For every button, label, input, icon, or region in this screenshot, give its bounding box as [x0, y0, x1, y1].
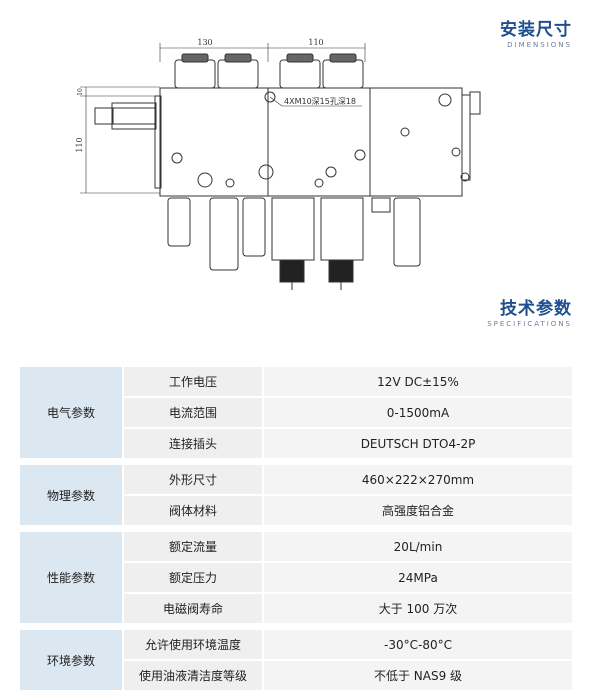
group-label: 环境参数 — [20, 630, 122, 690]
group-label: 物理参数 — [20, 465, 122, 525]
param-value: 12V DC±15% — [264, 367, 572, 396]
specifications-heading: 技术参数 SPECIFICATIONS — [487, 299, 572, 329]
table-row: 额定流量 20L/min — [124, 532, 572, 563]
table-row: 阀体材料 高强度铝合金 — [124, 496, 572, 525]
table-row: 电流范围 0-1500mA — [124, 398, 572, 429]
param-value: 460×222×270mm — [264, 465, 572, 494]
param-name: 工作电压 — [124, 367, 262, 396]
dimension-110-top: 110 — [308, 38, 323, 47]
spec-group-environment: 环境参数 允许使用环境温度 -30°C-80°C 使用油液清洁度等级 不低于 N… — [20, 630, 572, 690]
table-row: 工作电压 12V DC±15% — [124, 367, 572, 398]
dimensions-subtitle: DIMENSIONS — [507, 41, 572, 49]
param-value: 20L/min — [264, 532, 572, 561]
spec-table: 电气参数 工作电压 12V DC±15% 电流范围 0-1500mA 连接插头 … — [20, 367, 572, 697]
dimensions-title: 安装尺寸 — [500, 20, 572, 40]
param-name: 外形尺寸 — [124, 465, 262, 494]
param-value: 0-1500mA — [264, 398, 572, 427]
spec-group-electrical: 电气参数 工作电压 12V DC±15% 电流范围 0-1500mA 连接插头 … — [20, 367, 572, 458]
valve-block-drawing: 130 110 110 10 4XM10深15孔深18 — [75, 38, 481, 290]
hole-callout: 4XM10深15孔深18 — [284, 97, 356, 106]
param-value: DEUTSCH DTO4-2P — [264, 429, 572, 458]
param-value: 大于 100 万次 — [264, 594, 572, 623]
dimension-110-side: 110 — [75, 137, 84, 152]
table-row: 额定压力 24MPa — [124, 563, 572, 594]
spec-group-physical: 物理参数 外形尺寸 460×222×270mm 阀体材料 高强度铝合金 — [20, 465, 572, 525]
param-name: 阀体材料 — [124, 496, 262, 525]
param-name: 连接插头 — [124, 429, 262, 458]
param-name: 使用油液清洁度等级 — [124, 661, 262, 690]
param-value: -30°C-80°C — [264, 630, 572, 659]
table-row: 电磁阀寿命 大于 100 万次 — [124, 594, 572, 623]
param-value: 不低于 NAS9 级 — [264, 661, 572, 690]
table-row: 连接插头 DEUTSCH DTO4-2P — [124, 429, 572, 458]
param-value: 高强度铝合金 — [264, 496, 572, 525]
group-label: 性能参数 — [20, 532, 122, 623]
param-name: 电磁阀寿命 — [124, 594, 262, 623]
table-row: 允许使用环境温度 -30°C-80°C — [124, 630, 572, 661]
param-name: 允许使用环境温度 — [124, 630, 262, 659]
param-value: 24MPa — [264, 563, 572, 592]
dimensions-heading: 安装尺寸 DIMENSIONS — [500, 20, 572, 50]
table-row: 外形尺寸 460×222×270mm — [124, 465, 572, 496]
group-label: 电气参数 — [20, 367, 122, 458]
table-row: 使用油液清洁度等级 不低于 NAS9 级 — [124, 661, 572, 690]
param-name: 额定流量 — [124, 532, 262, 561]
specifications-title: 技术参数 — [500, 299, 572, 319]
specifications-subtitle: SPECIFICATIONS — [487, 320, 572, 328]
param-name: 额定压力 — [124, 563, 262, 592]
dimension-10: 10 — [77, 88, 84, 96]
spec-group-performance: 性能参数 额定流量 20L/min 额定压力 24MPa 电磁阀寿命 大于 10… — [20, 532, 572, 623]
dimension-130: 130 — [197, 38, 212, 47]
param-name: 电流范围 — [124, 398, 262, 427]
